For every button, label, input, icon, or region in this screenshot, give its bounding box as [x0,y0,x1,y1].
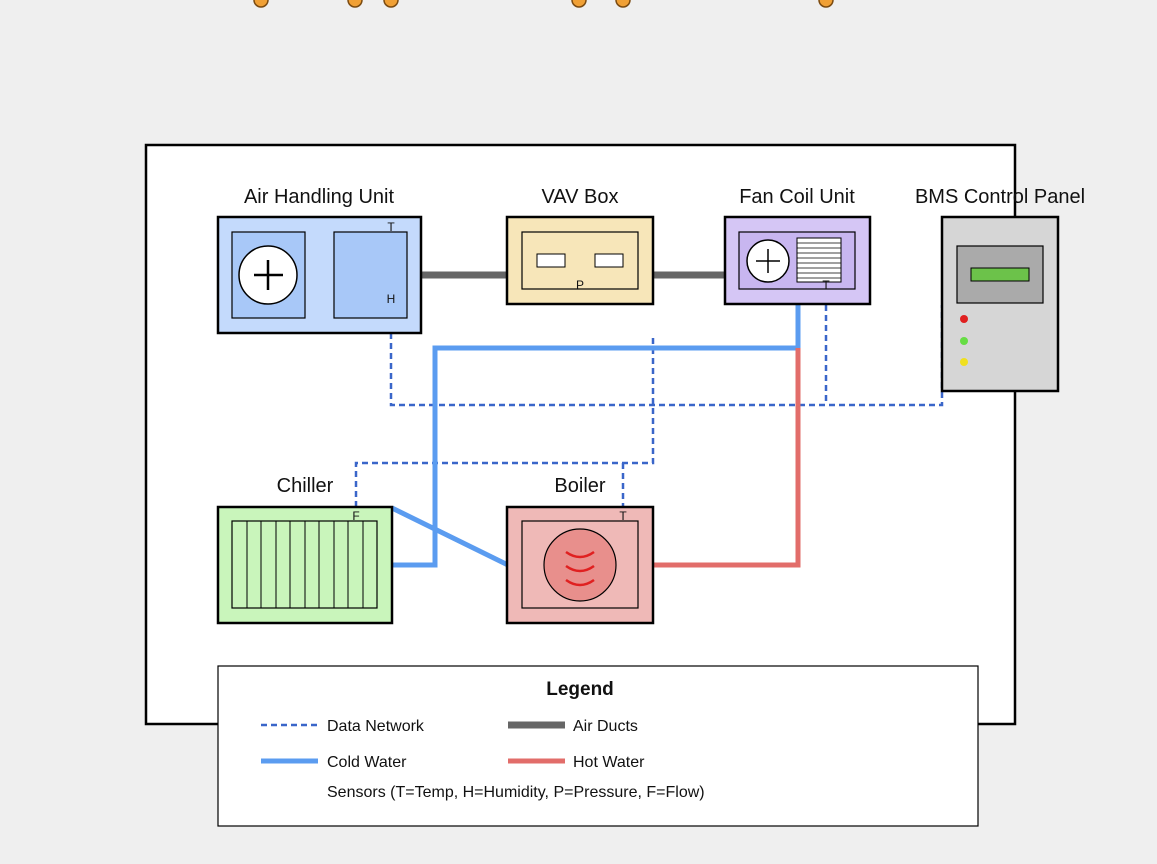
data-line-vav [354,338,655,507]
boiler-label: Boiler [554,475,605,497]
bms-body [940,215,1060,393]
cold-pipe-chiller-fcu [392,275,801,568]
vav-label: VAV Box [541,186,618,208]
legend-label-data-network: Data Network [327,718,425,735]
heat-waves [565,550,595,587]
indicator-light-green [960,337,968,345]
heat-wave [565,550,595,559]
heat-wave [565,564,595,573]
legend-label-cold-water: Cold Water [327,754,407,771]
vav-box[interactable]: VAV Box P [505,186,655,306]
indicator-light-yellow [960,358,968,366]
vav-damper-right [594,253,624,268]
legend-label-hot-water: Hot Water [573,754,645,771]
orange-dot [818,0,834,8]
cold-pipe-chiller-boiler [390,505,510,568]
fan-coil-unit[interactable]: Fan Coil Unit T [723,186,872,306]
fcu-label: Fan Coil Unit [739,186,855,208]
ahu-label: Air Handling Unit [244,186,395,208]
legend-title: Legend [546,679,614,700]
flame-icon [543,528,617,602]
legend-box [217,665,979,827]
legend-sensors-note: Sensors (T=Temp, H=Humidity, P=Pressure,… [327,784,705,801]
hot-pipe-boiler-fcu [653,348,801,568]
cold-water-pipes [390,275,801,568]
vav-damper-left [536,253,566,268]
bms-screen [970,267,1030,282]
air-handling-unit[interactable]: Air Handling Unit T H [216,186,423,335]
ahu-temp-sensor: T [387,220,395,234]
chiller[interactable]: Chiller F [216,475,394,625]
chiller-label: Chiller [277,475,334,497]
boiler-temp-sensor: T [619,509,627,523]
coil-icon [796,237,842,283]
chiller-coil-lines [246,521,364,608]
legend: Legend Data Network Air Ducts Cold Water… [217,665,979,827]
orange-dot [615,0,631,8]
indicator-light-red [960,315,968,323]
heat-wave [565,578,595,587]
orange-dot [253,0,269,8]
top-dots [253,0,834,8]
vav-pressure-sensor: P [576,278,584,292]
bms-control-panel[interactable]: BMS Control Panel [915,186,1085,393]
ahu-humidity-sensor: H [387,292,396,306]
legend-label-air-ducts: Air Ducts [573,718,638,735]
fcu-temp-sensor: T [822,278,830,292]
boiler[interactable]: Boiler T [505,475,655,625]
orange-dot [383,0,399,8]
orange-dot [347,0,363,8]
coil-icon-lines [797,242,841,279]
chiller-flow-sensor: F [352,509,359,523]
orange-dot [571,0,587,8]
ahu-coil-panel [333,231,408,319]
bms-label: BMS Control Panel [915,186,1085,208]
